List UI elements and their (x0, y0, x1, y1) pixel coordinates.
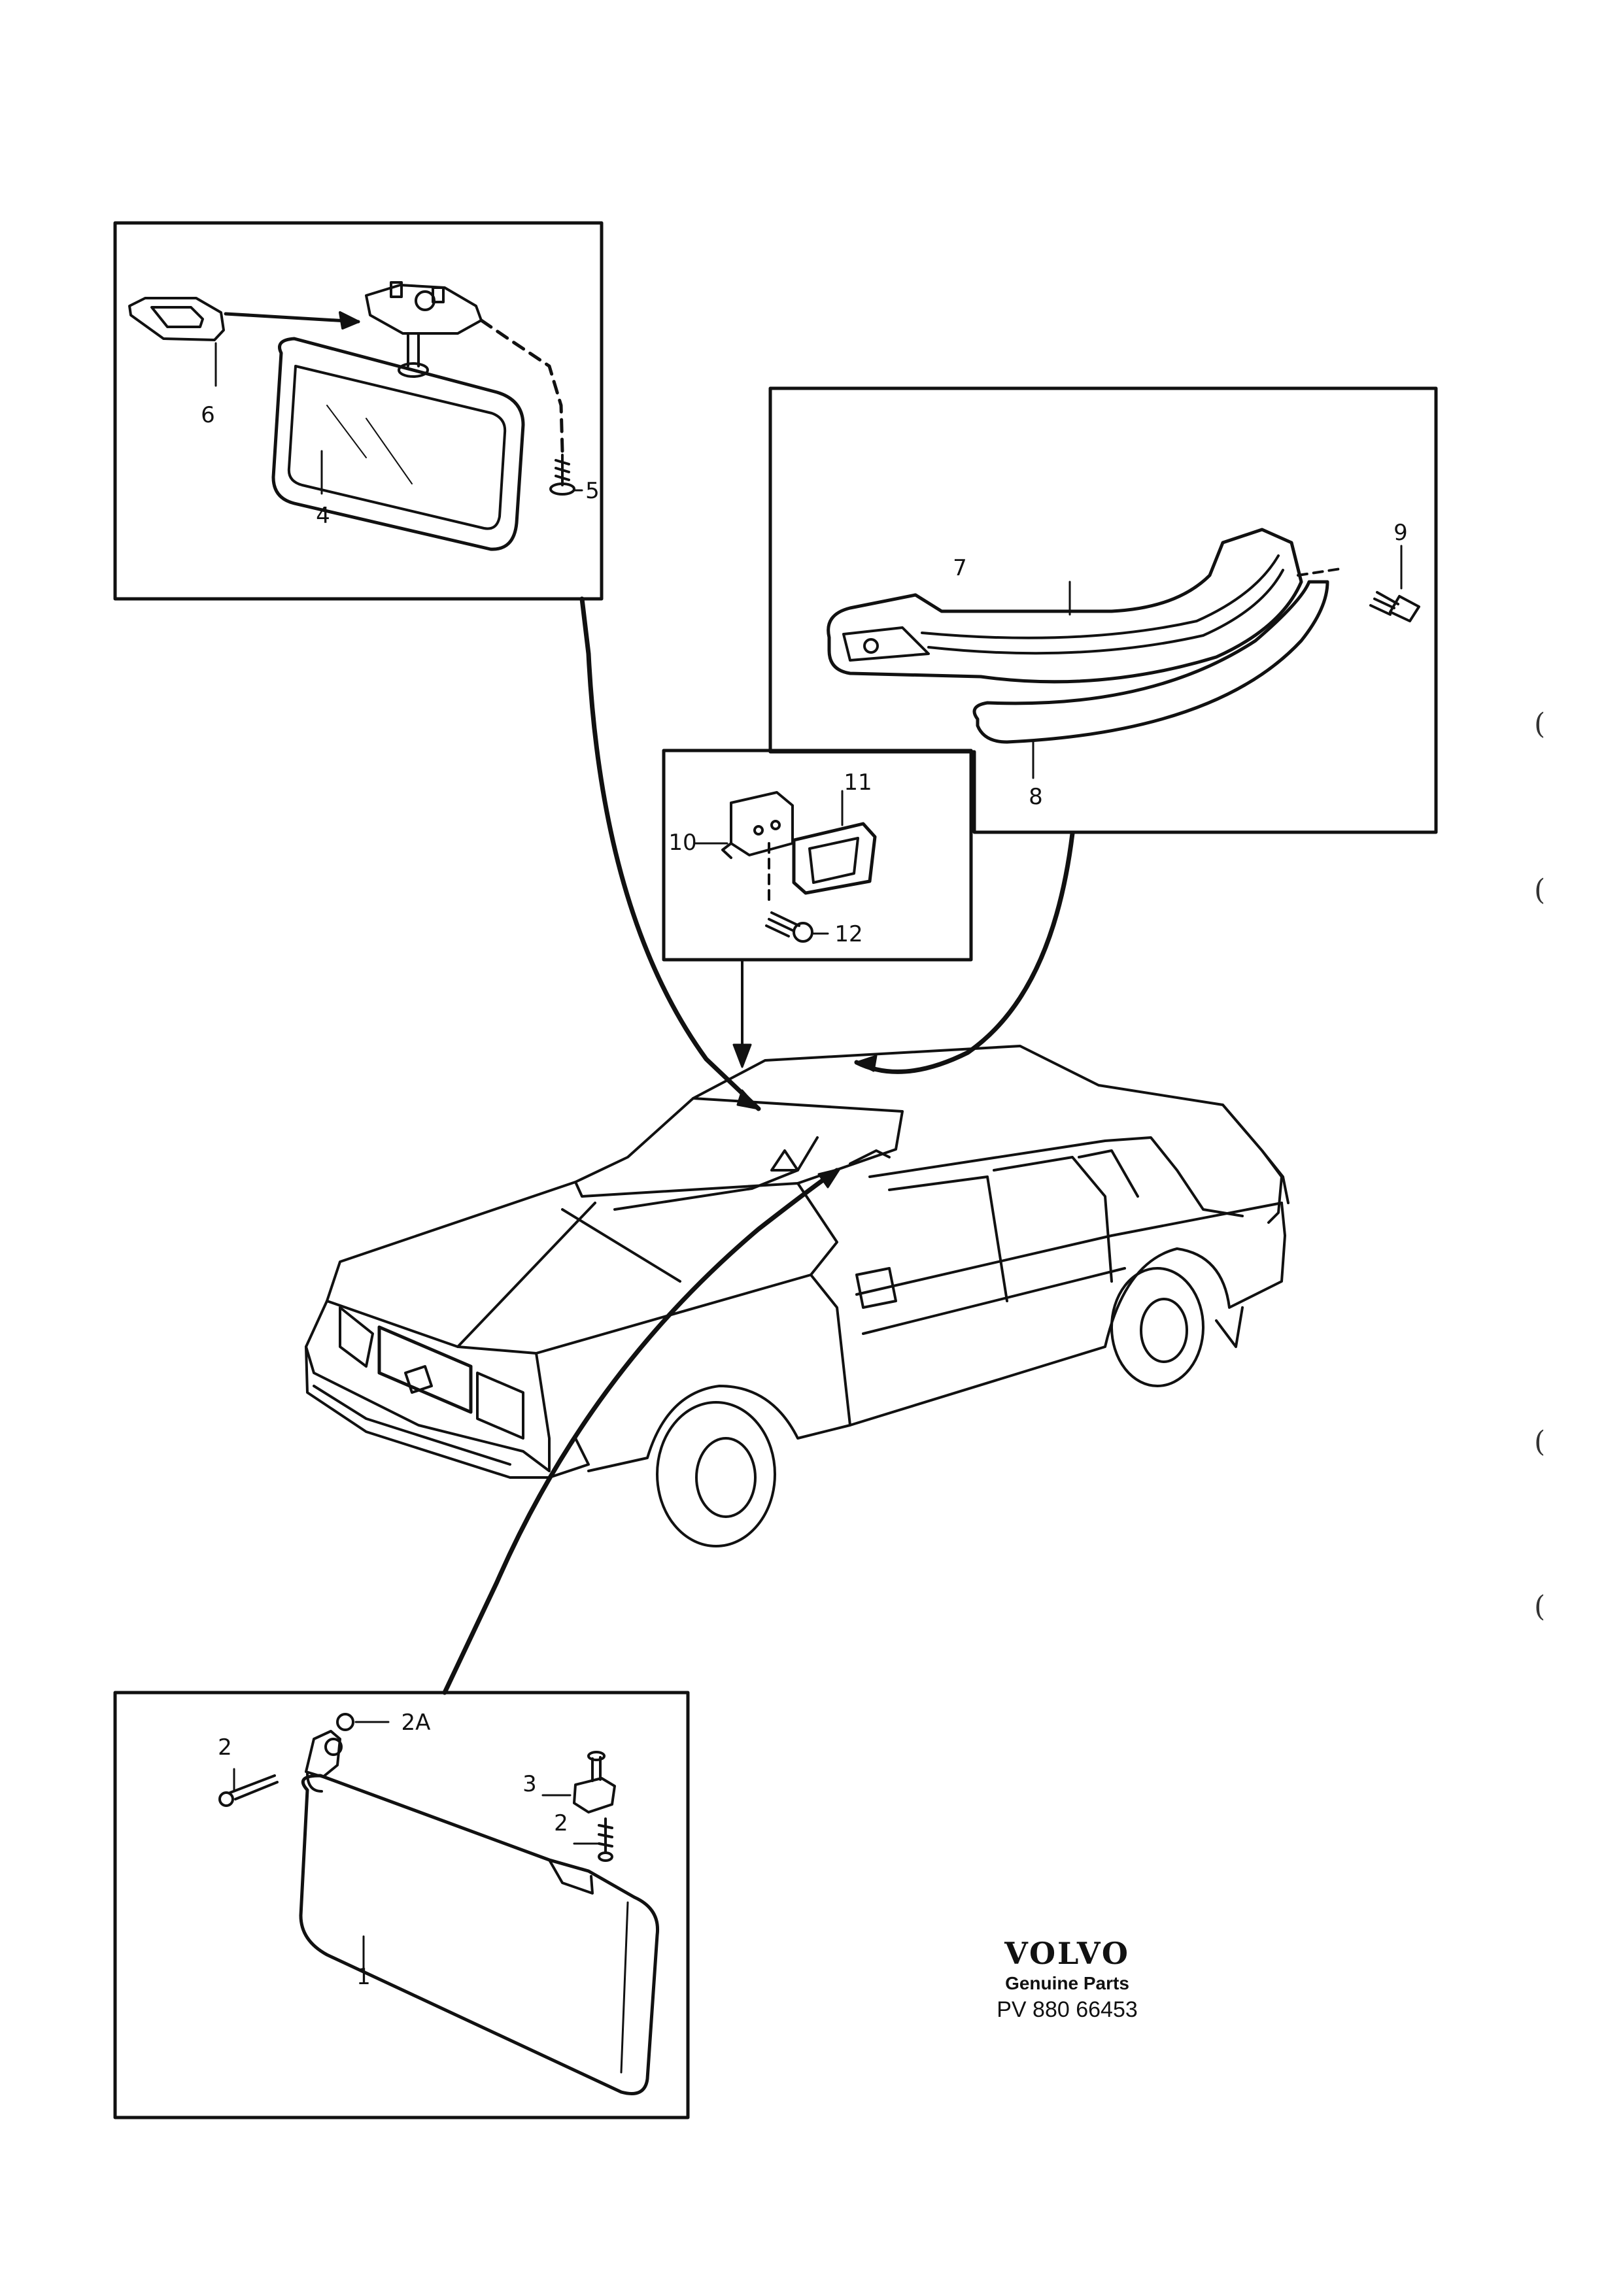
callout-4: 4 (316, 503, 330, 529)
margin-mark-4: ( (1534, 1590, 1546, 1623)
screw-part-5 (549, 454, 575, 496)
screw-part-2-right (598, 1817, 613, 1862)
screw-part-2-left (218, 1774, 279, 1807)
coat-hook-detail-box (662, 749, 973, 962)
callout-8: 8 (1029, 784, 1043, 810)
grab-handle-detail-box (768, 386, 1438, 834)
callout-10: 10 (668, 830, 696, 856)
screw-part-9 (1369, 591, 1420, 622)
callout-3: 3 (522, 1771, 537, 1797)
margin-mark-3: ( (1534, 1425, 1546, 1459)
callout-1: 1 (356, 1964, 371, 1990)
screw-part-12 (765, 911, 813, 943)
margin-mark-1: ( (1534, 707, 1546, 741)
rearview-mirror-part-4 (271, 337, 525, 551)
washer-part-2A (336, 1713, 354, 1731)
mirror-cover-part-6 (128, 297, 225, 341)
volvo-logo: VOLVO (1004, 1936, 1130, 1971)
visor-clip-part-3 (573, 1751, 616, 1814)
sun-visor-part-1 (299, 1774, 660, 2095)
callout-2A: 2A (401, 1710, 431, 1736)
callout-6: 6 (201, 402, 215, 428)
hook-bracket-part-10 (721, 791, 794, 859)
mirror-detail-box (113, 221, 604, 601)
visor-hinge (305, 1730, 343, 1793)
arrow-to-bracket (224, 312, 360, 324)
brand-block: VOLVO Genuine Parts PV 880 66453 (956, 1936, 1178, 2023)
coat-hook-part-11 (792, 822, 877, 895)
part-number: PV 880 66453 (997, 1997, 1138, 2022)
handle-trim-part-8 (972, 580, 1329, 744)
callout-5: 5 (585, 478, 600, 504)
car-illustration (305, 1045, 1290, 1547)
callout-2-right: 2 (554, 1810, 568, 1836)
grab-handle-part-7 (827, 528, 1303, 684)
callout-9: 9 (1393, 520, 1408, 546)
margin-mark-2: ( (1534, 873, 1546, 907)
callout-2-left: 2 (218, 1734, 232, 1761)
front-wheel (656, 1401, 776, 1547)
rear-wheel (1110, 1267, 1204, 1387)
leader-lines (442, 596, 1075, 1695)
brand-tagline: Genuine Parts (1005, 1973, 1129, 1993)
callout-7: 7 (953, 555, 967, 581)
callout-12: 12 (834, 921, 863, 947)
sun-visor-detail-box (113, 1691, 690, 2119)
callout-11: 11 (844, 769, 872, 796)
